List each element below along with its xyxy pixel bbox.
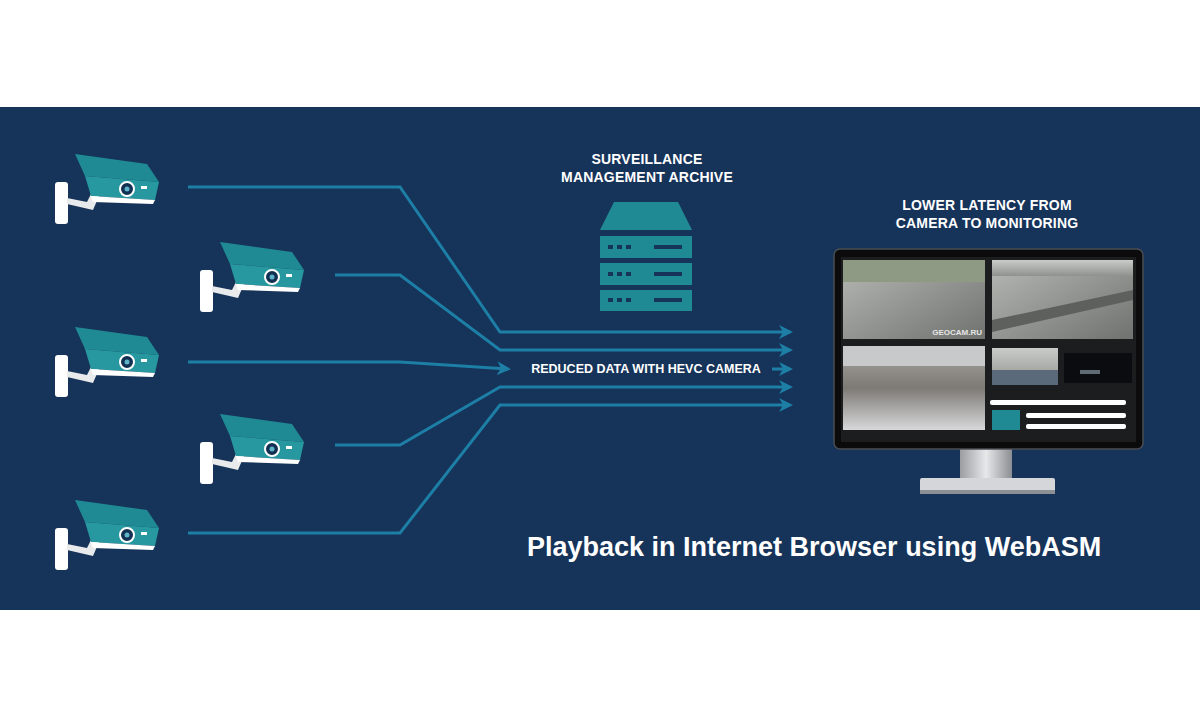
art-part xyxy=(843,346,985,366)
art-part xyxy=(1026,424,1126,429)
art-part xyxy=(992,410,1020,430)
art-part xyxy=(654,272,682,276)
art-part xyxy=(600,202,692,230)
art-part xyxy=(992,260,1133,276)
art-part xyxy=(188,362,508,369)
art-part xyxy=(608,272,613,276)
data-streams xyxy=(188,187,790,533)
art-part xyxy=(608,245,682,302)
server-icon xyxy=(600,202,692,311)
art-part xyxy=(920,490,1055,494)
art-part xyxy=(608,245,613,249)
art-part xyxy=(841,257,1136,442)
art-part xyxy=(920,478,1055,493)
art-part xyxy=(654,245,682,249)
art-part xyxy=(55,327,159,397)
art-part xyxy=(992,260,1133,339)
art-part xyxy=(992,370,1058,385)
monitor-icon xyxy=(834,249,1143,494)
art-part xyxy=(335,387,790,445)
art-part xyxy=(55,500,159,570)
art-part xyxy=(1064,353,1132,383)
art-part xyxy=(843,346,985,430)
art-part xyxy=(1026,413,1126,418)
art-part xyxy=(188,405,790,533)
node-heading: SURVEILLANCE MANAGEMENT ARCHIVE xyxy=(552,150,742,186)
server-node: SURVEILLANCE MANAGEMENT ARCHIVE xyxy=(552,150,742,315)
art-part xyxy=(200,414,304,484)
art-part xyxy=(617,298,622,302)
art-part xyxy=(626,298,631,302)
art-part xyxy=(990,400,1126,405)
art-part xyxy=(600,236,692,258)
art-part xyxy=(992,290,1133,332)
art-part xyxy=(626,272,631,276)
art-part xyxy=(608,298,613,302)
art-part xyxy=(834,249,1143,449)
art-part xyxy=(617,245,622,249)
art-part xyxy=(55,154,159,224)
art-part xyxy=(600,290,692,311)
background-band xyxy=(0,107,1200,610)
stream-label: REDUCED DATA WITH HEVC CAMERA xyxy=(520,361,772,378)
art-part xyxy=(1080,370,1100,374)
watermark: GEOCAM.RU xyxy=(928,327,982,339)
diagram-title: Playback in Internet Browser using WebAS… xyxy=(527,532,1101,563)
art-part xyxy=(626,245,631,249)
art-part xyxy=(600,263,692,285)
art-part xyxy=(960,446,1012,480)
art-part xyxy=(200,242,304,312)
node-heading: LOWER LATENCY FROM CAMERA TO MONITORING xyxy=(885,196,1090,232)
art-part xyxy=(843,260,985,339)
art-part xyxy=(992,348,1058,385)
art-part xyxy=(617,272,622,276)
art-part xyxy=(772,368,790,371)
art-part xyxy=(188,187,790,332)
art-part xyxy=(335,275,790,350)
art-part xyxy=(654,298,682,302)
monitor-node: LOWER LATENCY FROM CAMERA TO MONITORING xyxy=(828,196,1146,496)
art-part xyxy=(843,260,985,282)
